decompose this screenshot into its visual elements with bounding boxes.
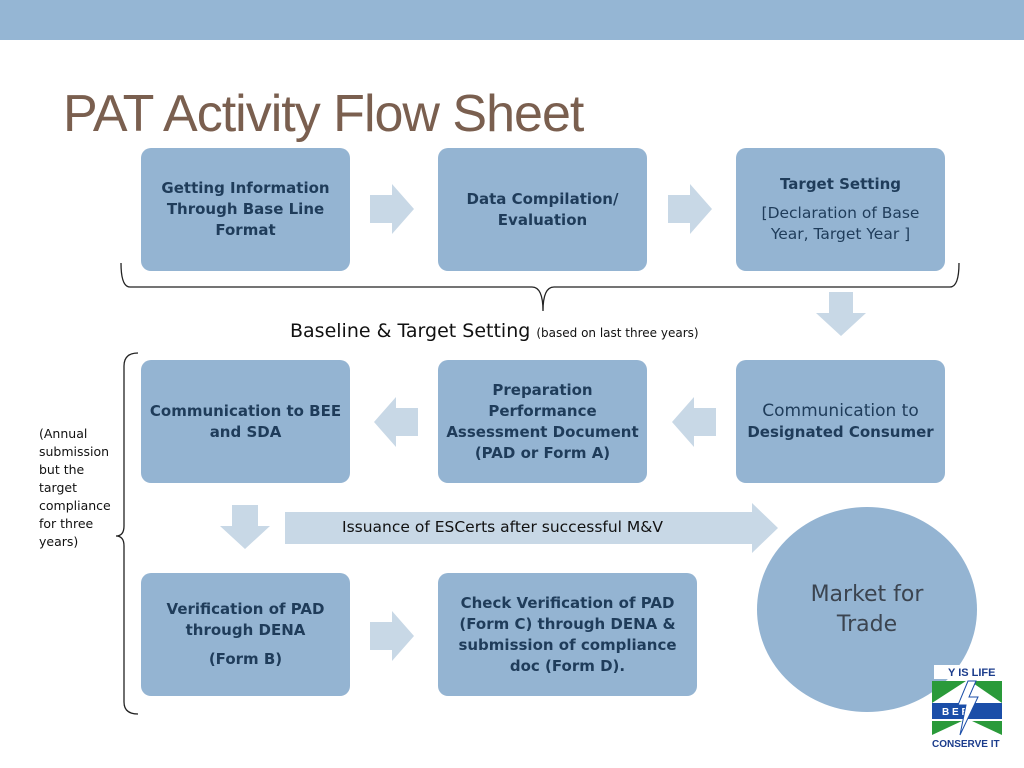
logo-bottom-text: CONSERVE IT <box>932 739 1000 749</box>
arrow-left-2 <box>374 397 418 447</box>
arrow-right-3 <box>370 611 414 661</box>
box-target-setting: Target Setting [Declaration of Base Year… <box>736 148 945 271</box>
logo-top-text: Y IS LIFE <box>948 667 995 679</box>
baseline-main-text: Baseline & Target Setting <box>290 320 531 342</box>
arrow-right-2 <box>668 184 712 234</box>
box-getting-information-text: Getting Information Through Base Line Fo… <box>161 179 330 239</box>
box-communication-designated-consumer: Communication to Designated Consumer <box>736 360 945 483</box>
arrow-issuance <box>285 503 778 553</box>
box-getting-information: Getting Information Through Base Line Fo… <box>141 148 350 271</box>
box-target-setting-subtitle: [Declaration of Base Year, Target Year ] <box>761 204 920 243</box>
arrow-down-target <box>816 292 866 336</box>
box-communication-bee-sda: Communication to BEE and SDA <box>141 360 350 483</box>
box-communication-bee-sda-text: Communication to BEE and SDA <box>149 401 342 441</box>
annual-note: (Annual submission but the target compli… <box>39 426 111 549</box>
box-target-setting-title: Target Setting <box>780 175 901 193</box>
market-line2: Trade <box>836 611 898 637</box>
box-communication-designated-line2: Designated Consumer <box>747 422 934 441</box>
box-data-compilation: Data Compilation/ Evaluation <box>438 148 647 271</box>
baseline-note-text: (based on last three years) <box>536 326 699 340</box>
box-preparation-pad-text: Preparation Performance Assessment Docum… <box>446 380 639 462</box>
box-preparation-pad: Preparation Performance Assessment Docum… <box>438 360 647 483</box>
issuance-label: Issuance of ESCerts after successful M&V <box>342 518 663 536</box>
box-verification-pad: Verification of PAD through DENA (Form B… <box>141 573 350 696</box>
arrow-left-1 <box>672 397 716 447</box>
lightning-icon <box>957 680 979 736</box>
header-band <box>0 0 1024 40</box>
box-data-compilation-text: Data Compilation/ Evaluation <box>466 189 619 229</box>
logo-middle-text: B E E <box>942 707 968 718</box>
box-communication-designated-line1: Communication to <box>762 400 919 421</box>
market-circle: Market for Trade <box>757 507 977 712</box>
box-check-verification-text: Check Verification of PAD (Form C) throu… <box>458 593 677 675</box>
market-line1: Market for <box>810 581 924 607</box>
baseline-target-label: Baseline & Target Setting (based on last… <box>290 320 699 342</box>
bee-logo: Y IS LIFE B E E CONSERVE IT <box>932 665 1002 749</box>
arrow-down-bee <box>220 505 270 549</box>
bracket-annual <box>115 352 139 715</box>
box-check-verification: Check Verification of PAD (Form C) throu… <box>438 573 697 696</box>
slide-title: PAT Activity Flow Sheet <box>63 85 584 143</box>
arrow-right-1 <box>370 184 414 234</box>
box-verification-pad-form: (Form B) <box>208 650 283 668</box>
box-verification-pad-text: Verification of PAD through DENA <box>166 600 325 639</box>
brace-baseline <box>120 262 960 312</box>
